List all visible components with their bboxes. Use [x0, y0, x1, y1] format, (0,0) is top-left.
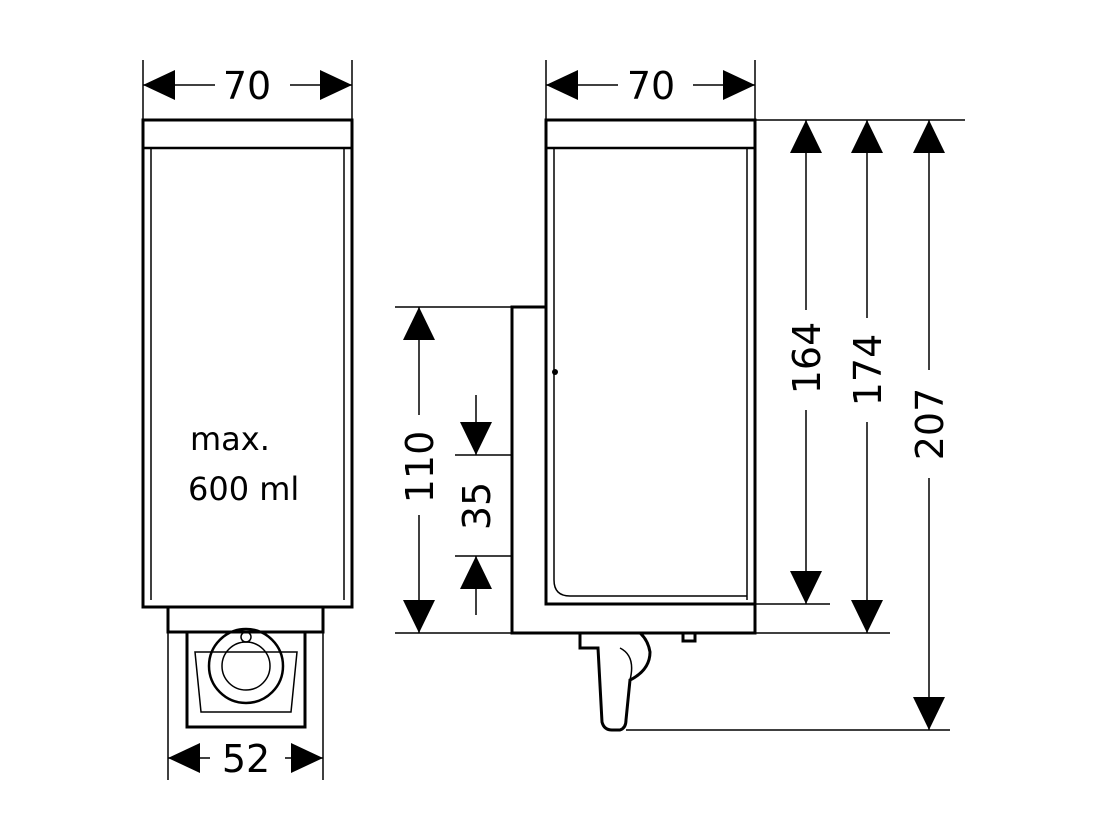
- side-container-body: [544, 118, 757, 606]
- height-174-label: 174: [846, 334, 890, 407]
- side-pump-lever: [578, 631, 652, 732]
- dim-arrow-down: [460, 422, 492, 455]
- dim-arrow-down: [851, 600, 883, 633]
- dim-arrow-right: [291, 743, 323, 773]
- dim-arrow-up: [790, 120, 822, 153]
- dim-arrow-down: [790, 571, 822, 604]
- capacity-label-volume: 600 ml: [188, 470, 299, 508]
- side-pump-stud: [681, 631, 697, 643]
- height-35-label: 35: [455, 482, 499, 530]
- front-width-52-label: 52: [222, 737, 270, 781]
- height-110-label: 110: [398, 431, 442, 504]
- front-width-70-label: 70: [223, 64, 271, 108]
- side-view: 70 164 174 207 110: [395, 60, 965, 732]
- height-164-label: 164: [785, 322, 829, 395]
- dim-arrow-left: [168, 743, 200, 773]
- front-pump-pin: [240, 631, 252, 643]
- front-pump-window: [194, 651, 298, 713]
- dim-arrow-left: [143, 70, 175, 100]
- front-pump-nozzle-outer: [207, 627, 285, 705]
- dim-arrow-right: [320, 70, 352, 100]
- front-container-body: [141, 118, 354, 609]
- side-pump-lever-detail: [619, 647, 633, 681]
- dim-arrow-up: [913, 120, 945, 153]
- height-207-label: 207: [908, 388, 952, 461]
- dim-arrow-right: [723, 70, 755, 100]
- side-width-70-label: 70: [627, 64, 675, 108]
- dim-arrow-up: [460, 556, 492, 589]
- dim-arrow-up: [403, 307, 435, 340]
- dim-arrow-up: [851, 120, 883, 153]
- capacity-label-max: max.: [190, 420, 270, 458]
- dim-arrow-down: [913, 697, 945, 730]
- front-view: max. 600 ml 70 52: [141, 60, 354, 781]
- front-base-collar: [166, 605, 325, 634]
- dim-arrow-left: [546, 70, 578, 100]
- side-inner-bottom: [553, 579, 747, 597]
- side-marker-dot: [552, 369, 558, 375]
- dim-arrow-down: [403, 600, 435, 633]
